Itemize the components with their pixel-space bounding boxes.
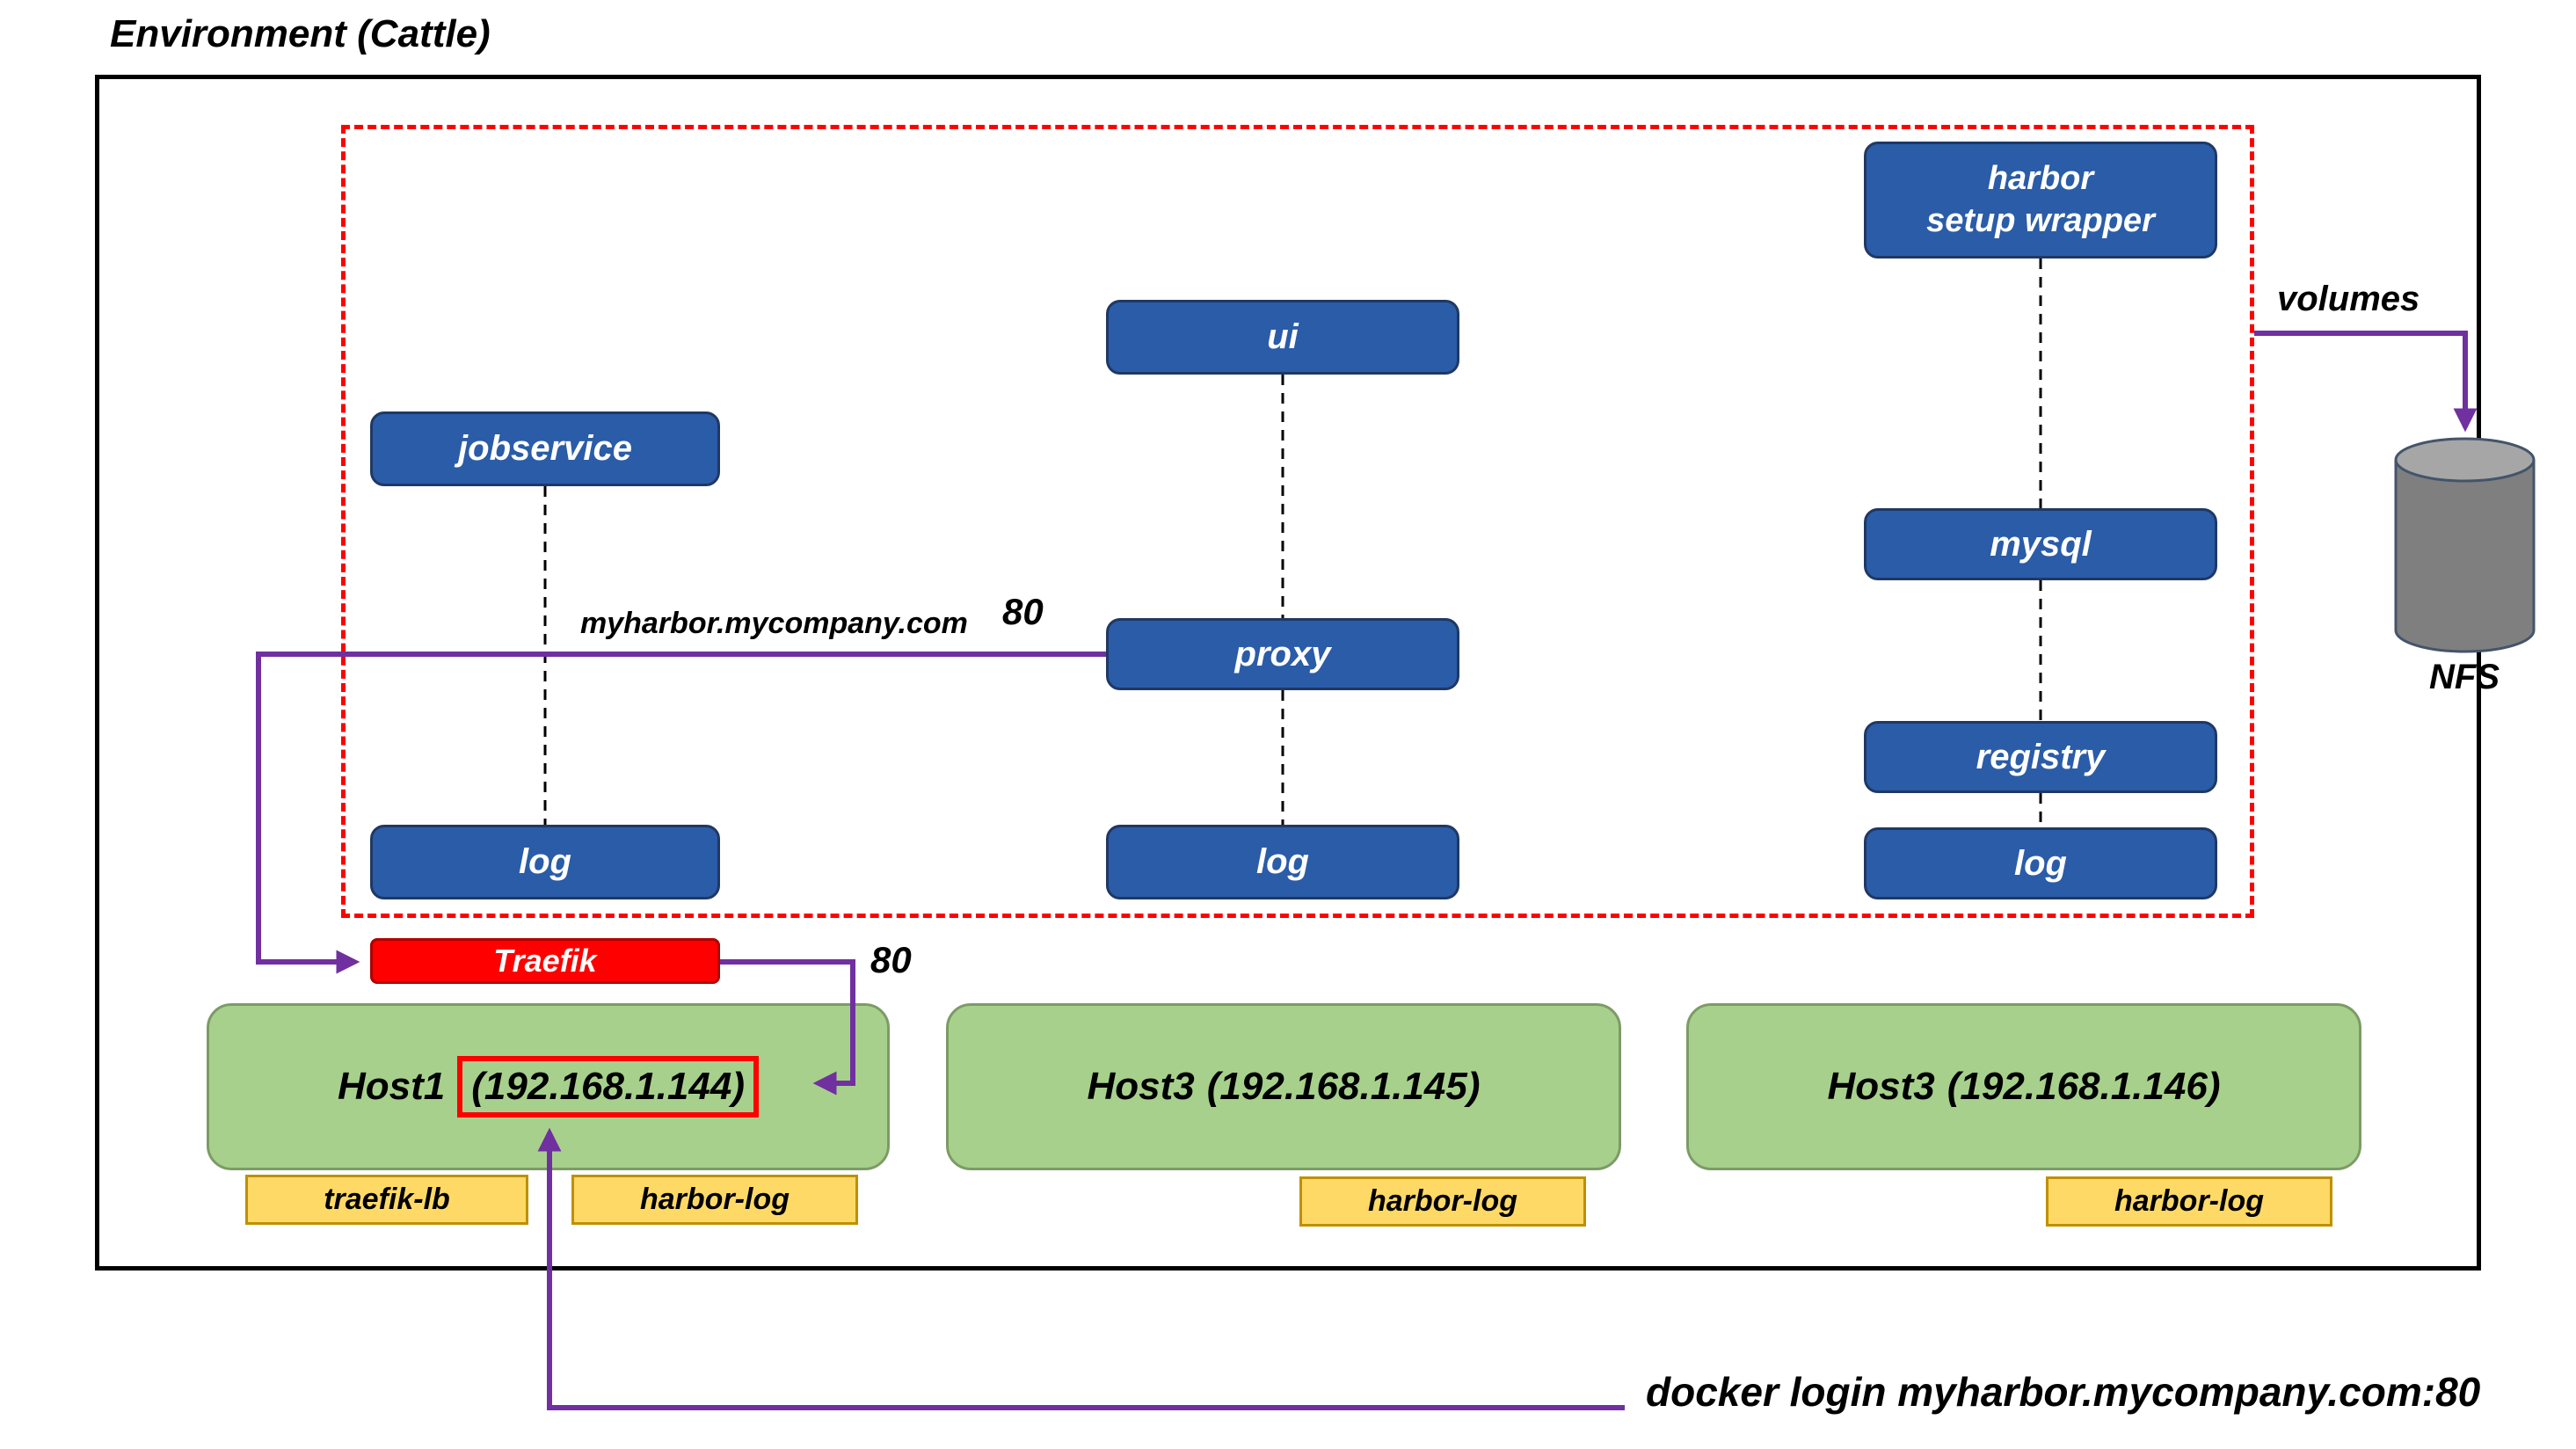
service-jobservice: jobservice [370,411,720,486]
service-harbor-setup-wrapper-line1: harbor [1987,160,2094,197]
tag-harbor-log-host1: harbor-log [571,1175,858,1225]
host-3b: Host3 (192.168.1.146) [1686,1003,2361,1170]
service-log-middle: log [1106,825,1459,899]
host-1-ip-highlight: (192.168.1.144) [457,1056,759,1118]
service-mysql: mysql [1864,508,2217,580]
host-1: Host1 (192.168.1.144) [207,1003,890,1170]
host-3a-ip: (192.168.1.145) [1206,1065,1481,1108]
service-harbor-setup-wrapper: harbor setup wrapper [1864,142,2217,258]
host-3b-name: Host3 [1827,1065,1935,1108]
diagram-title: Environment (Cattle) [110,12,491,55]
host-1-name: Host1 [338,1065,446,1108]
host-3b-ip: (192.168.1.146) [1947,1065,2221,1108]
nfs-cylinder-icon [2394,437,2536,653]
traefik-box: Traefik [370,938,720,984]
tag-traefik-lb: traefik-lb [245,1175,528,1225]
port-80-traefik-label: 80 [870,939,912,980]
host-3a-name: Host3 [1087,1065,1195,1108]
service-log-right: log [1864,827,2217,899]
service-ui: ui [1106,300,1459,375]
host-3a: Host3 (192.168.1.145) [946,1003,1621,1170]
tag-harbor-log-host3b: harbor-log [2046,1176,2332,1227]
tag-harbor-log-host3a: harbor-log [1299,1176,1586,1227]
docker-login-label: docker login myharbor.mycompany.com:80 [1646,1369,2481,1415]
service-proxy: proxy [1106,618,1459,690]
harbor-stack-dashed-border [341,125,2254,918]
nfs-label: NFS [2429,658,2500,696]
volumes-label: volumes [2277,280,2420,318]
service-log-left: log [370,825,720,899]
service-registry: registry [1864,721,2217,793]
url-label: myharbor.mycompany.com [580,607,968,640]
service-harbor-setup-wrapper-line2: setup wrapper [1926,201,2155,239]
port-80-proxy-label: 80 [1002,591,1044,632]
